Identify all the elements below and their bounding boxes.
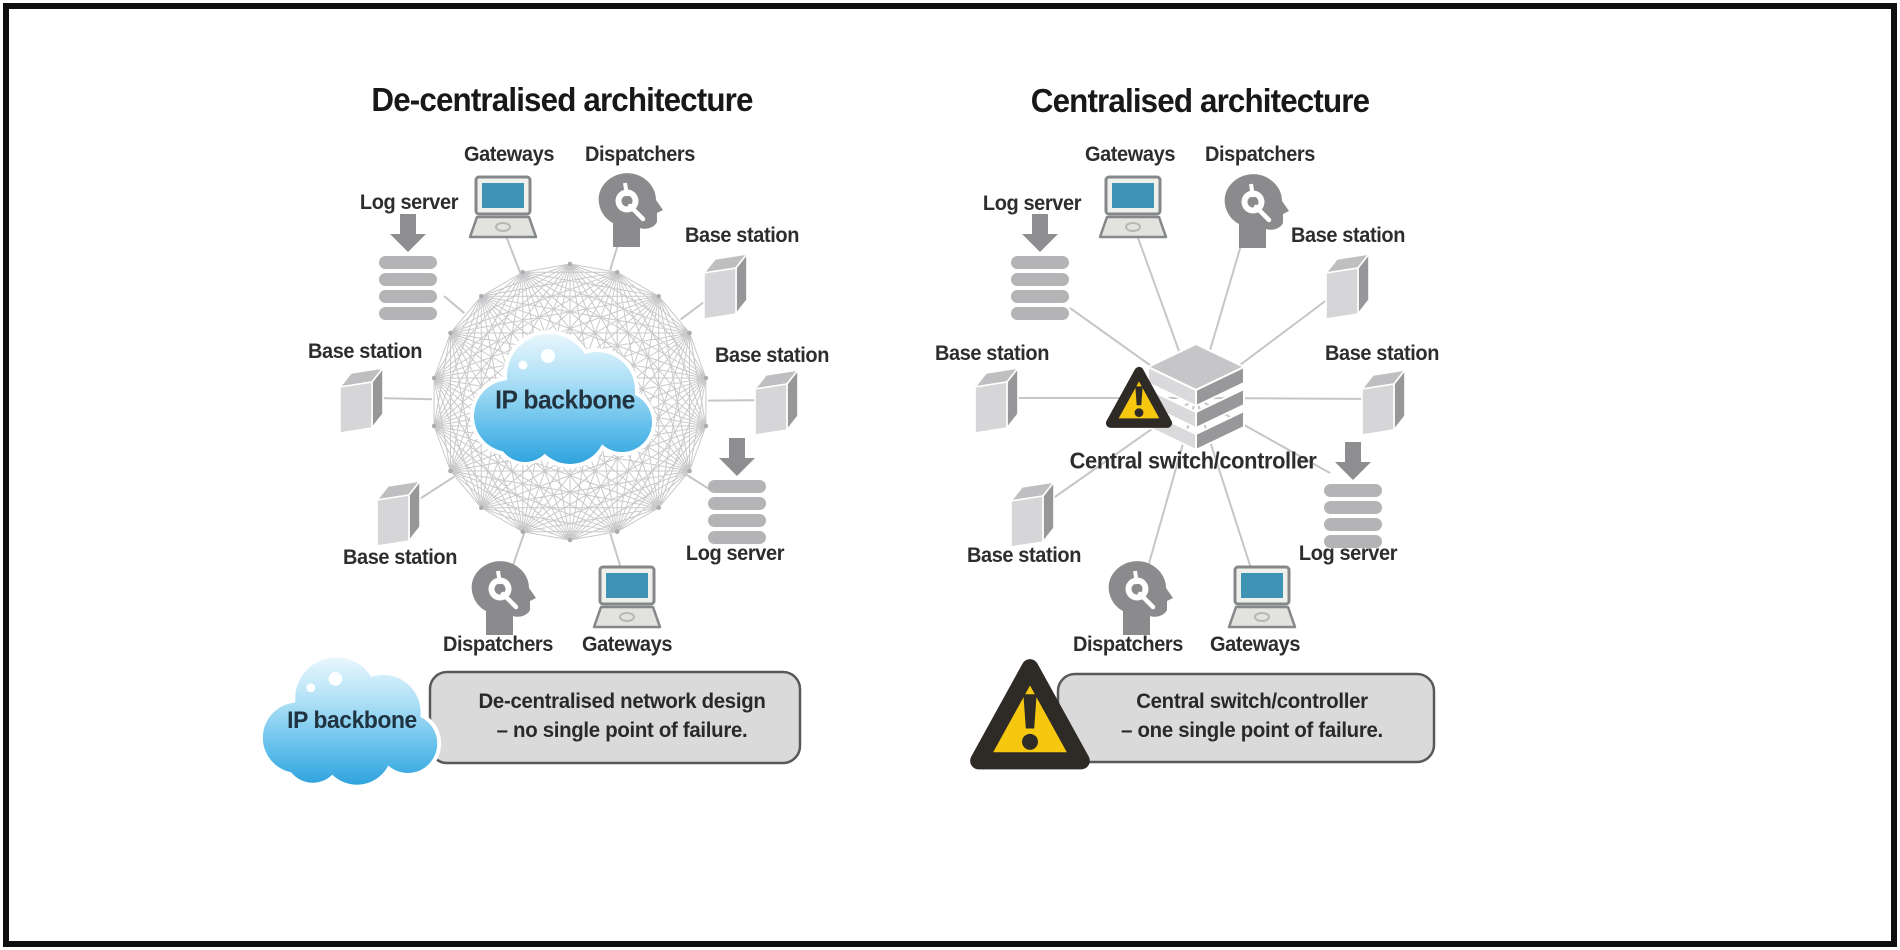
base-station-icon	[1010, 481, 1055, 548]
central-switch-icon	[1147, 343, 1245, 451]
node-label-gateways: Gateways	[1209, 633, 1301, 656]
left-panel-title: De-centralised architecture	[371, 81, 753, 118]
node-label-dispatchers: Dispatchers	[1204, 143, 1316, 166]
node-label-gateways: Gateways	[1084, 143, 1176, 166]
callout-box	[428, 670, 802, 765]
right-callout	[979, 668, 1436, 762]
base-station-icon	[339, 367, 384, 434]
callout-line2: – one single point of failure.	[1121, 719, 1383, 742]
ip-backbone-label: IP backbone	[495, 384, 635, 415]
node-label-base-station: Base station	[342, 546, 458, 569]
log-server-icon	[1324, 442, 1382, 548]
node-label-log-server: Log server	[359, 191, 459, 214]
node-label-gateways: Gateways	[463, 143, 555, 166]
node-label-base-station: Base station	[1290, 224, 1406, 247]
node-label-gateways: Gateways	[581, 633, 673, 656]
callout-text: Central switch/controller – one single p…	[1121, 687, 1383, 745]
node-label-dispatchers: Dispatchers	[442, 633, 554, 656]
dispatcher-headset-icon	[472, 561, 536, 635]
base-station-icon	[376, 480, 421, 547]
left-callout	[258, 653, 802, 789]
node-label-base-station: Base station	[307, 340, 423, 363]
node-label-base-station: Base station	[934, 342, 1050, 365]
base-station-icon	[703, 253, 748, 320]
callout-line1: De-centralised network design	[478, 690, 766, 713]
callout-line1: Central switch/controller	[1136, 690, 1368, 713]
gateways-laptop-icon	[1098, 175, 1168, 239]
node-label-base-station: Base station	[684, 224, 800, 247]
callout-badge-label: IP backbone	[287, 707, 417, 734]
log-server-icon	[1011, 214, 1069, 320]
node-label-base-station: Base station	[966, 544, 1082, 567]
node-label-base-station: Base station	[1324, 342, 1440, 365]
node-label-dispatchers: Dispatchers	[1072, 633, 1184, 656]
dispatcher-headset-icon	[1225, 174, 1289, 248]
central-switch-label: Central switch/controller	[1069, 447, 1317, 474]
base-station-icon	[974, 367, 1019, 434]
base-station-icon	[1325, 253, 1370, 320]
log-server-icon	[708, 438, 766, 544]
gateways-laptop-icon	[1227, 565, 1297, 629]
gateways-laptop-icon	[468, 175, 538, 239]
callout-text: De-centralised network design – no singl…	[478, 687, 765, 745]
base-station-icon	[754, 369, 799, 436]
dispatcher-headset-icon	[1109, 561, 1173, 635]
node-label-dispatchers: Dispatchers	[584, 143, 696, 166]
node-label-log-server: Log server	[982, 192, 1082, 215]
gateways-laptop-icon	[592, 565, 662, 629]
dispatcher-headset-icon	[599, 173, 663, 247]
base-station-icon	[1361, 369, 1406, 436]
right-panel-title: Centralised architecture	[1030, 82, 1370, 119]
node-label-log-server: Log server	[685, 542, 785, 565]
node-label-base-station: Base station	[714, 344, 830, 367]
node-label-log-server: Log server	[1298, 542, 1398, 565]
callout-line2: – no single point of failure.	[496, 719, 748, 742]
log-server-icon	[379, 214, 437, 320]
